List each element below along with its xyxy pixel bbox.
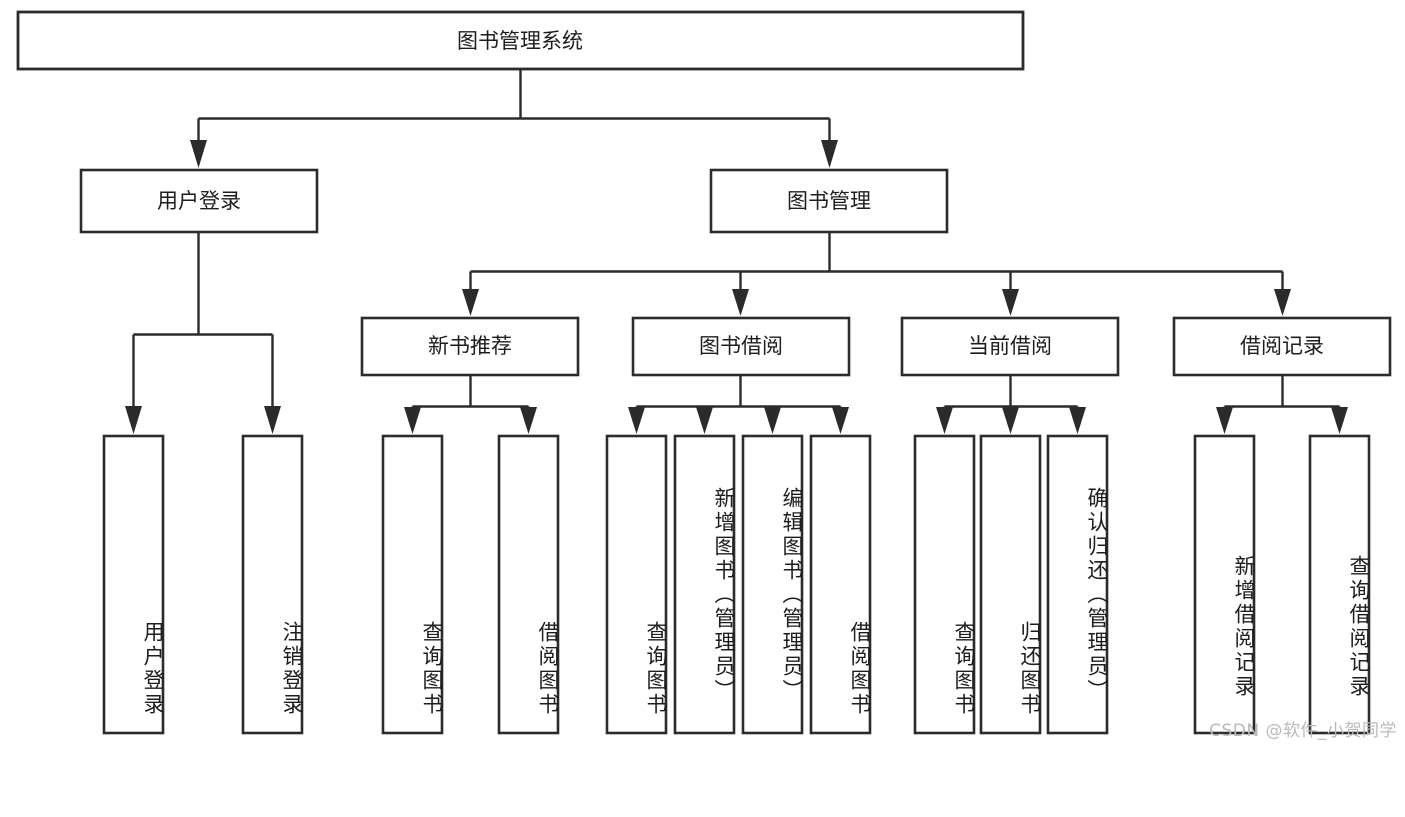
- arrow-borrow-leaf1: [628, 407, 645, 434]
- arrow-bm-to-record: [1274, 289, 1291, 316]
- arrow-rec-leaf2: [520, 407, 537, 434]
- node-root-box[interactable]: [16, 10, 1025, 71]
- leaf-borrow-lend-box[interactable]: [809, 434, 872, 735]
- node-user-login[interactable]: 用户登录: [79, 168, 319, 234]
- node-new-book-rec-label: 新书推荐: [428, 334, 512, 358]
- leaf-rec-query-box[interactable]: [381, 434, 444, 735]
- node-user-login-box[interactable]: [79, 168, 319, 234]
- node-borrow-record-box[interactable]: [1172, 316, 1392, 377]
- arrow-borrow-leaf2: [696, 407, 713, 434]
- node-book-manage-box[interactable]: [709, 168, 949, 234]
- arrow-current-leaf2: [1002, 407, 1019, 434]
- arrow-root-to-user-login: [190, 140, 207, 168]
- arrow-bm-to-borrow: [732, 289, 749, 316]
- arrow-current-leaf3: [1069, 407, 1086, 434]
- arrow-current-leaf1: [936, 407, 953, 434]
- leaf-rec-borrow-box[interactable]: [497, 434, 560, 735]
- node-book-borrow-label: 图书借阅: [699, 334, 783, 358]
- leaf-rec-search-box[interactable]: [1308, 434, 1371, 735]
- arrow-borrow-leaf4: [832, 407, 849, 434]
- flowchart-diagram: 图书管理系统 用户登录 图书管理 新书推荐 图书借阅 当前借阅 借阅记录: [16, 10, 1397, 741]
- node-user-login-label: 用户登录: [157, 189, 241, 213]
- node-new-book-rec-box[interactable]: [360, 316, 580, 377]
- node-borrow-record-label: 借阅记录: [1240, 334, 1324, 358]
- csdn-watermark: CSDN @软件_小贺同学: [1209, 721, 1397, 741]
- arrow-user-login-leaf2: [264, 406, 281, 434]
- leaf-user-logout-box[interactable]: [241, 434, 304, 735]
- leaf-boxes-layer: [102, 434, 1371, 735]
- tree-diagram-svg: 图书管理系统 用户登录 图书管理 新书推荐 图书借阅 当前借阅 借阅记录: [16, 10, 1392, 735]
- leaf-borrow-query-box[interactable]: [605, 434, 668, 735]
- leaf-borrow-add-box[interactable]: [673, 434, 736, 735]
- node-book-manage-label: 图书管理: [787, 189, 871, 213]
- arrow-user-login-leaf1: [125, 406, 142, 434]
- node-book-borrow-box[interactable]: [631, 316, 851, 377]
- node-new-book-rec[interactable]: 新书推荐: [360, 316, 580, 377]
- arrow-record-leaf1: [1216, 407, 1233, 434]
- node-current-borrow[interactable]: 当前借阅: [900, 316, 1120, 377]
- node-current-borrow-label: 当前借阅: [968, 334, 1052, 358]
- connector-layer: [125, 69, 1348, 434]
- node-root[interactable]: 图书管理系统: [16, 10, 1025, 71]
- node-current-borrow-box[interactable]: [900, 316, 1120, 377]
- leaf-cur-query-box[interactable]: [913, 434, 976, 735]
- node-book-borrow[interactable]: 图书借阅: [631, 316, 851, 377]
- arrow-record-leaf2: [1331, 407, 1348, 434]
- arrow-bm-to-current: [1002, 289, 1019, 316]
- leaf-cur-confirm-box[interactable]: [1046, 434, 1109, 735]
- arrow-bm-to-rec: [462, 289, 479, 316]
- arrow-root-to-book-manage: [821, 140, 838, 168]
- leaf-user-login-box[interactable]: [102, 434, 165, 735]
- leaf-cur-return-box[interactable]: [979, 434, 1042, 735]
- node-borrow-record[interactable]: 借阅记录: [1172, 316, 1392, 377]
- node-root-label: 图书管理系统: [457, 29, 583, 53]
- node-book-manage[interactable]: 图书管理: [709, 168, 949, 234]
- arrow-borrow-leaf3: [764, 407, 781, 434]
- leaf-rec-add-box[interactable]: [1193, 434, 1256, 735]
- arrow-rec-leaf1: [404, 407, 421, 434]
- leaf-borrow-edit-box[interactable]: [741, 434, 804, 735]
